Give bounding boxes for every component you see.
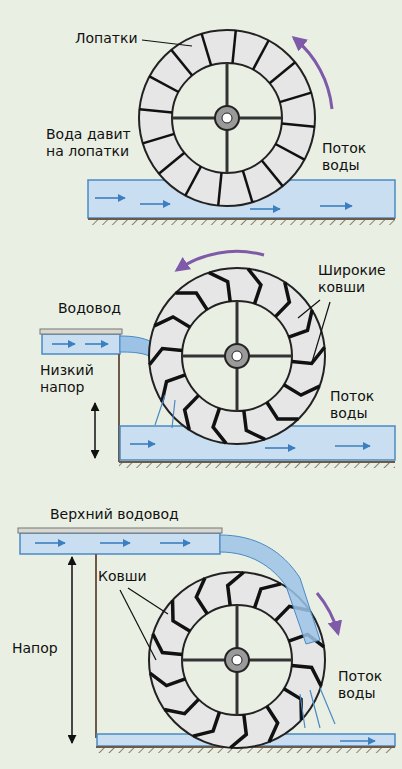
label-text: Лопатки bbox=[75, 30, 138, 47]
head-dimension bbox=[72, 403, 95, 743]
water-channel bbox=[40, 329, 395, 468]
label-text: Широкие ковши bbox=[318, 262, 398, 296]
label-text: Поток воды bbox=[322, 140, 388, 174]
label-text: Водовод bbox=[58, 300, 121, 317]
label-text: Ковши bbox=[98, 568, 147, 585]
label-text: Вода давит на лопатки bbox=[46, 126, 150, 160]
water-wheel bbox=[149, 268, 325, 444]
rotation-arrow bbox=[177, 38, 338, 633]
splash-lines bbox=[155, 395, 335, 728]
falling-water bbox=[220, 535, 320, 644]
label-text: Поток воды bbox=[330, 388, 396, 422]
label-text: Напор bbox=[12, 640, 58, 657]
label-text: Поток воды bbox=[338, 668, 398, 702]
label-text: Верхний водовод bbox=[50, 506, 179, 523]
water-channel bbox=[18, 528, 395, 753]
water-wheel bbox=[139, 30, 315, 206]
label-text: Низкий напор bbox=[40, 362, 104, 396]
leader-line bbox=[120, 40, 330, 660]
